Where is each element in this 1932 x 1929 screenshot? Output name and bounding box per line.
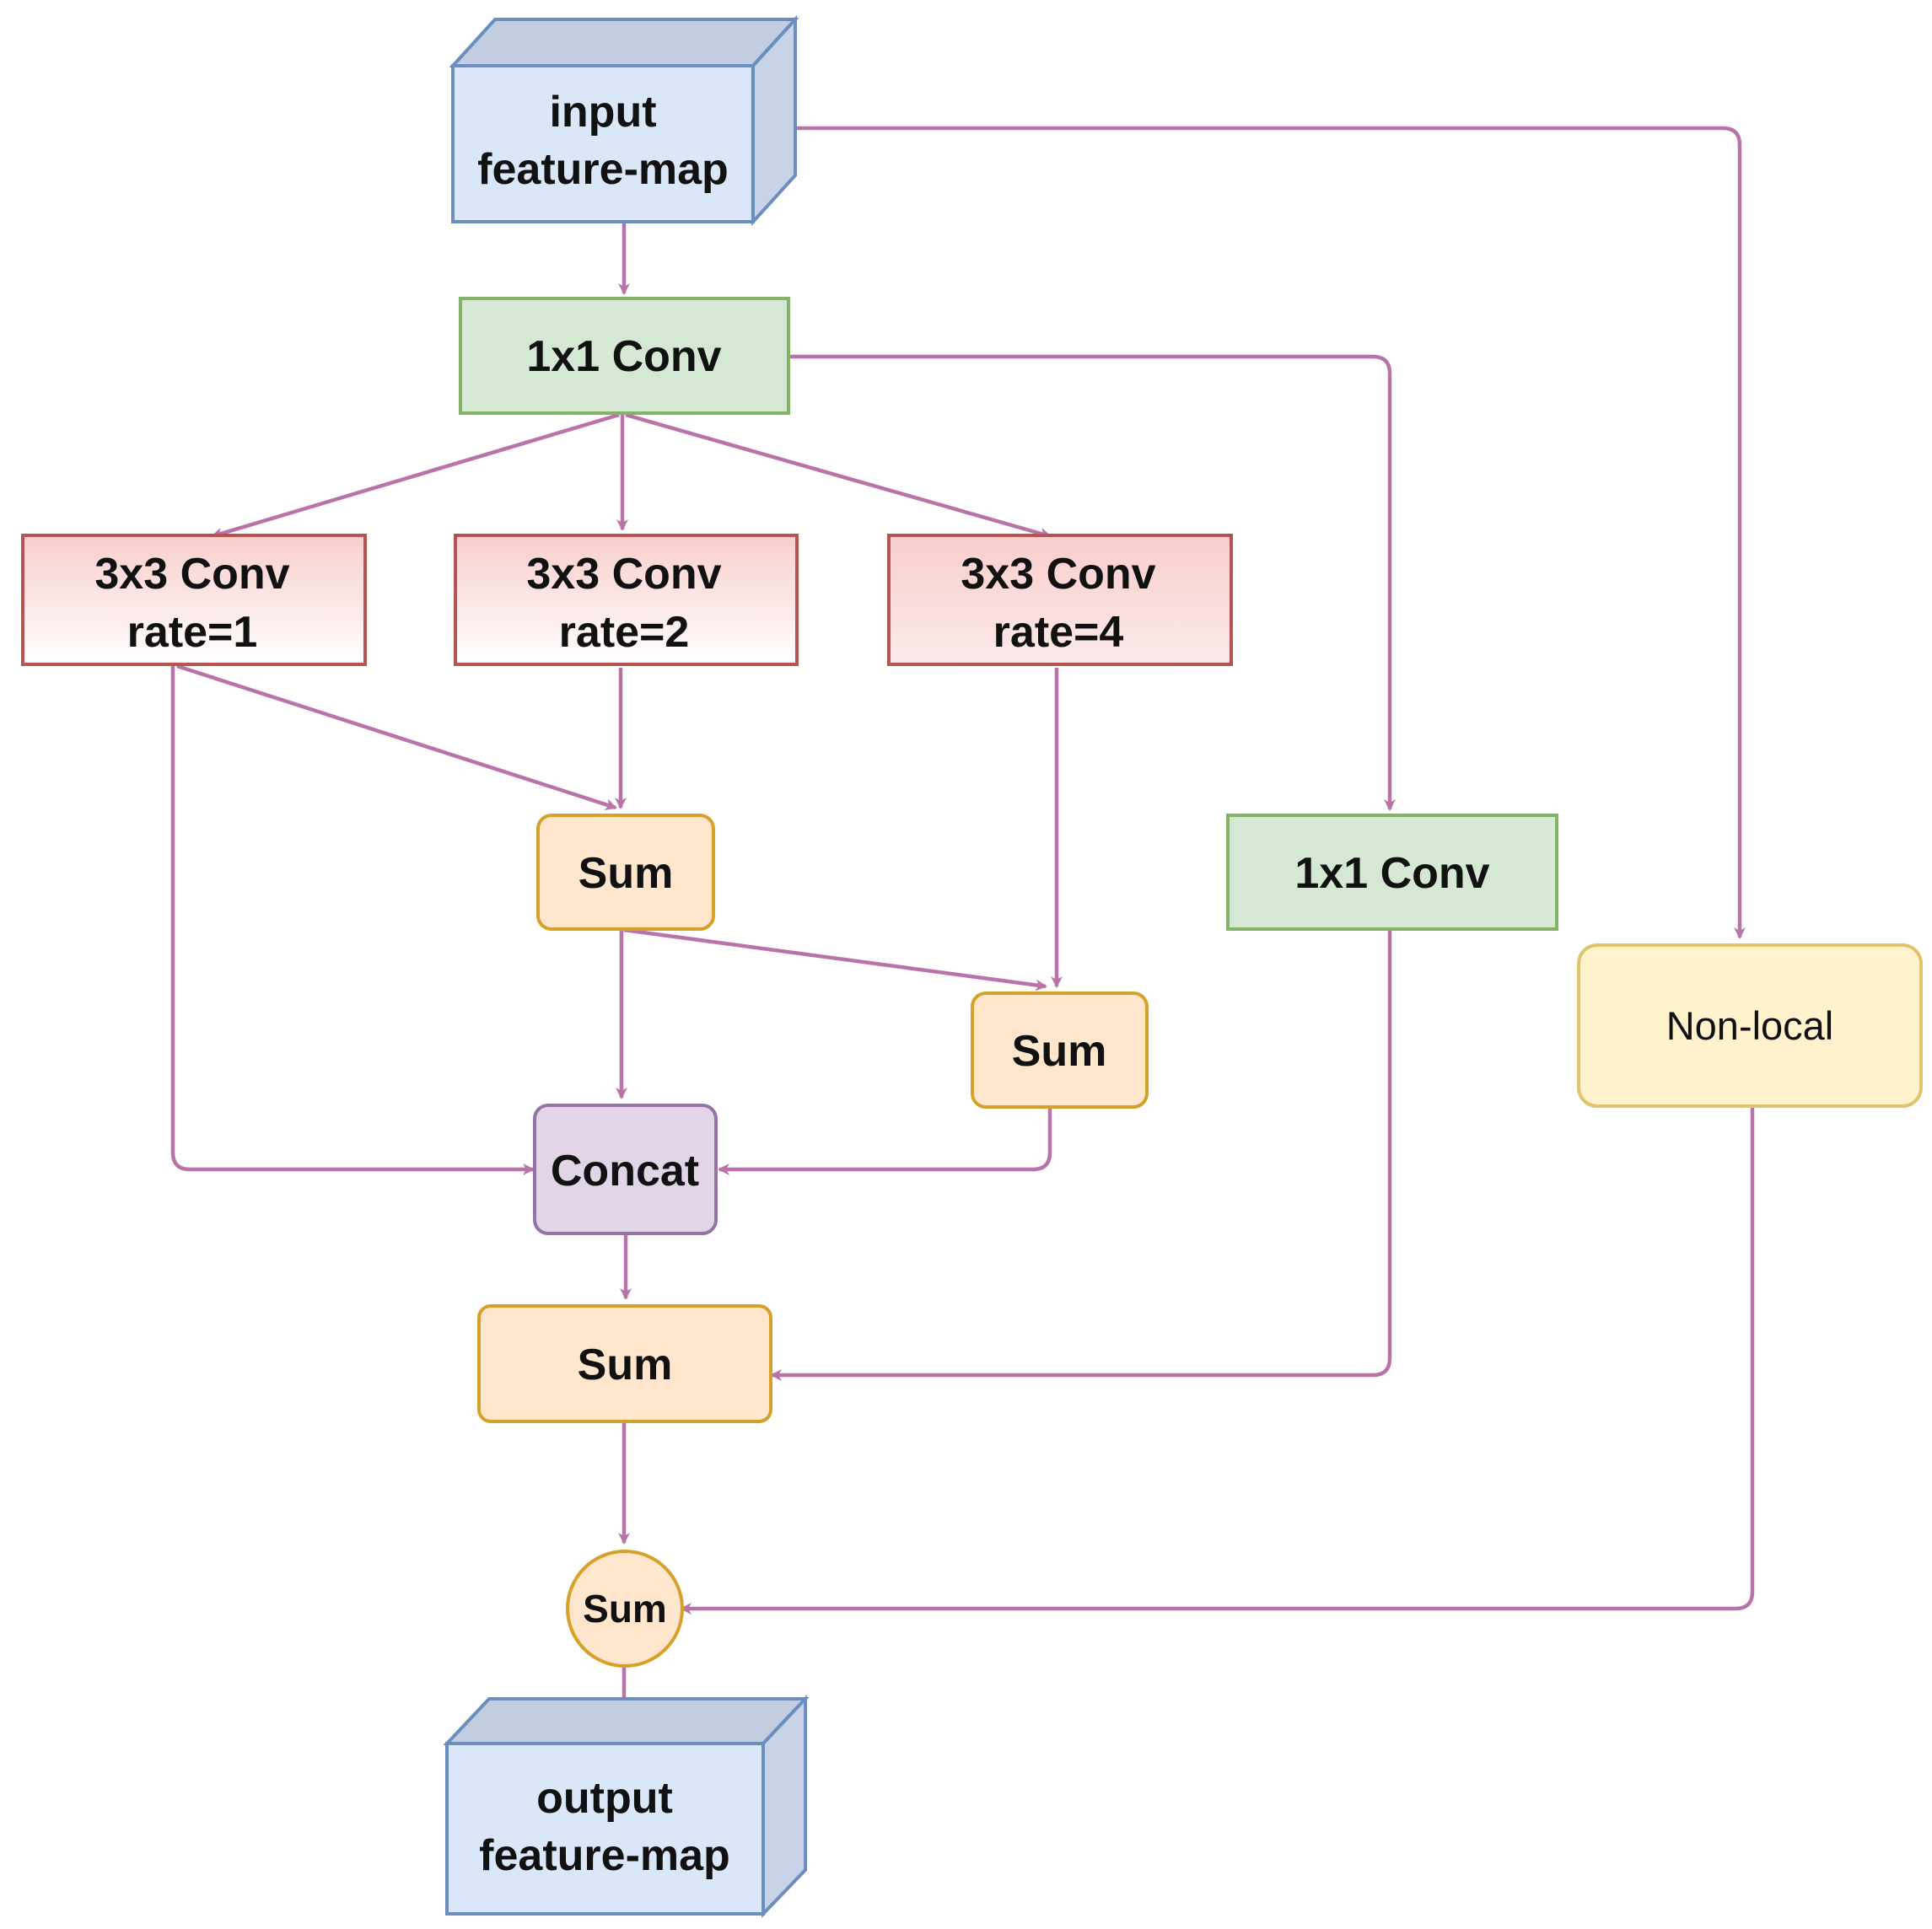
input-cube-top: [449, 18, 799, 67]
input-feature-map-node: input feature-map: [449, 14, 799, 227]
concat-box: [533, 1104, 718, 1235]
sum-a-box: [536, 814, 715, 931]
sum-b-box: [971, 991, 1149, 1109]
conv3x3-rate4-node: 3x3 Conv rate=4: [887, 534, 1233, 666]
conv1x1-side-node: 1x1 Conv: [1226, 814, 1558, 931]
input-cube-front: [451, 64, 755, 223]
sum-a-node: Sum: [536, 814, 715, 931]
conv3x3-rate2-box: [454, 534, 799, 666]
edge-sum-b-to-concat: [718, 1104, 1052, 1175]
conv3x3-rate2-label-line2: rate=2: [559, 608, 690, 657]
edge-conv3x3-rate1-to-concat: [170, 666, 535, 1175]
conv3x3-rate1-box: [21, 534, 367, 666]
conv3x3-rate1-label-line2: rate=1: [127, 608, 258, 657]
conv1x1-side-label: 1x1 Conv: [1294, 849, 1489, 898]
edge-input-to-non-local: [794, 126, 1746, 939]
conv3x3-rate2-node: 3x3 Conv rate=2: [454, 534, 799, 666]
output-cube-top: [443, 1697, 810, 1745]
conv1x1-top-box: [459, 297, 790, 415]
edge-conv1x1-side-to-sum-c: [770, 929, 1392, 1381]
edge-conv1x1-to-conv3x3-rate1: [211, 412, 620, 540]
conv3x3-rate4-label-line1: 3x3 Conv: [961, 550, 1155, 599]
output-label-line1: output: [536, 1774, 673, 1823]
concat-label: Concat: [551, 1147, 699, 1196]
sum-c-label: Sum: [578, 1341, 673, 1389]
edge-non-local-to-sum-circle: [680, 1106, 1755, 1615]
sum-b-label: Sum: [1012, 1027, 1107, 1076]
non-local-node: Non-local: [1577, 943, 1923, 1108]
edge-sum-a-to-sum-b: [623, 927, 1047, 991]
sum-circle-node: Sum: [566, 1550, 684, 1668]
edge-conv3x3-rate1-to-sum-a: [176, 664, 617, 810]
sum-a-label: Sum: [579, 849, 674, 898]
concat-node: Concat: [533, 1104, 718, 1235]
sum-circle-label: Sum: [583, 1587, 667, 1631]
sum-c-box: [477, 1304, 772, 1423]
non-local-box: [1577, 943, 1923, 1108]
input-label-line2: feature-map: [477, 145, 729, 194]
conv1x1-side-box: [1226, 814, 1558, 931]
sum-circle-shape: [566, 1550, 684, 1668]
output-feature-map-node: output feature-map: [443, 1694, 810, 1918]
output-label-line2: feature-map: [479, 1831, 730, 1880]
sum-b-node: Sum: [971, 991, 1149, 1109]
conv1x1-top-label: 1x1 Conv: [526, 332, 721, 381]
edge-conv1x1-to-conv1x1-side: [788, 354, 1396, 811]
conv3x3-rate1-label-line1: 3x3 Conv: [94, 550, 289, 599]
conv3x3-rate4-label-line2: rate=4: [993, 608, 1124, 657]
non-local-label: Non-local: [1666, 1003, 1834, 1048]
output-cube-front: [445, 1742, 765, 1916]
sum-c-node: Sum: [477, 1304, 772, 1423]
edges: [170, 126, 1755, 1699]
conv3x3-rate4-box: [887, 534, 1233, 666]
conv3x3-rate1-node: 3x3 Conv rate=1: [21, 534, 367, 666]
conv3x3-rate2-label-line1: 3x3 Conv: [526, 550, 721, 599]
conv1x1-top-node: 1x1 Conv: [459, 297, 790, 415]
edge-conv1x1-to-conv3x3-rate4: [625, 412, 1052, 540]
input-label-line1: input: [549, 88, 656, 137]
